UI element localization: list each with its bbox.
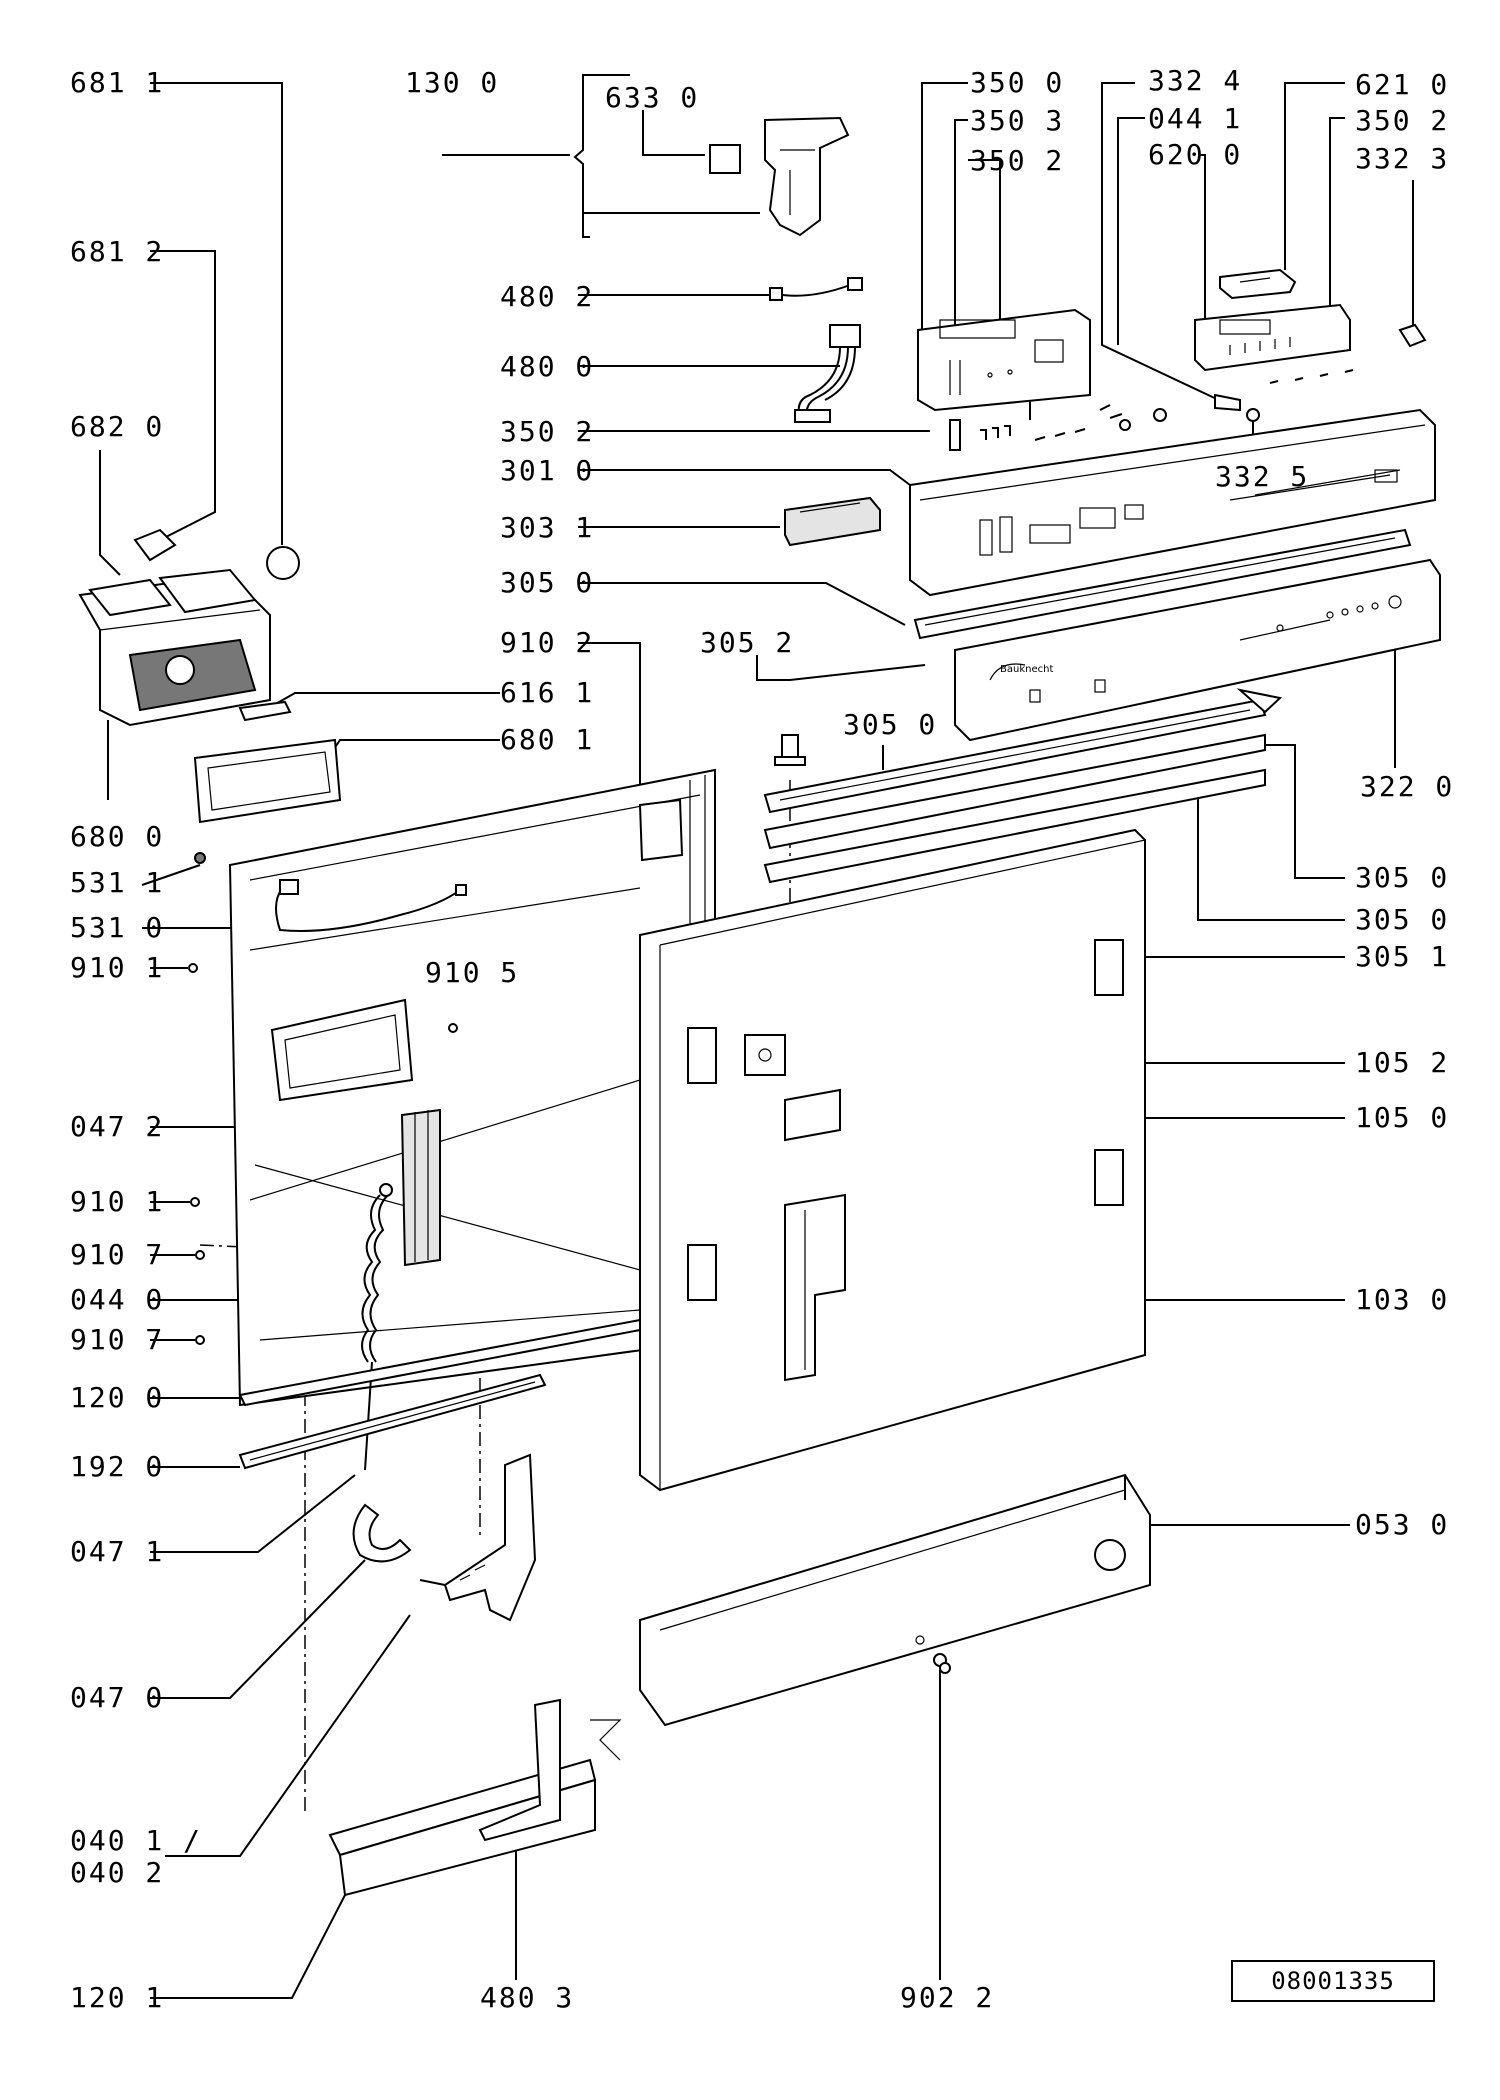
trim-strips: [763, 688, 1283, 884]
handle-cover: [784, 496, 881, 547]
callout-130-0: 130 0: [405, 66, 500, 99]
callout-350-2-c: 350 2: [500, 415, 595, 448]
detergent-dispenser: [78, 568, 271, 727]
callout-480-3: 480 3: [480, 1981, 575, 2014]
callout-910-1-a: 910 1: [70, 951, 165, 984]
control-panel-housing: [909, 408, 1436, 597]
toe-screw: [933, 1653, 951, 1674]
callout-902-2: 902 2: [900, 1981, 995, 2014]
callout-910-5: 910 5: [425, 956, 520, 989]
callout-616-1: 616 1: [500, 676, 595, 709]
callout-682-0: 682 0: [70, 410, 165, 443]
callout-047-1: 047 1: [70, 1535, 165, 1568]
callout-305-1: 305 1: [1355, 940, 1450, 973]
short-cable: [769, 277, 863, 301]
callout-680-0: 680 0: [70, 820, 165, 853]
callout-910-2: 910 2: [500, 626, 595, 659]
door-cable: [275, 879, 467, 932]
callout-350-2-b: 350 2: [970, 144, 1065, 177]
callout-350-0: 350 0: [970, 66, 1065, 99]
screws: [188, 852, 458, 1345]
callout-047-2: 047 2: [70, 1110, 165, 1143]
toe-panel: [639, 1473, 1151, 1727]
callout-681-1: 681 1: [70, 66, 165, 99]
round-seal: [266, 546, 300, 580]
callout-910-1-b: 910 1: [70, 1185, 165, 1218]
flap: [238, 700, 292, 722]
callout-910-7-b: 910 7: [70, 1323, 165, 1356]
brand-logo: Bauknecht: [1000, 664, 1053, 675]
callout-633-0: 633 0: [605, 81, 700, 114]
callout-332-5: 332 5: [1215, 460, 1310, 493]
callout-047-0: 047 0: [70, 1681, 165, 1714]
callout-910-7-a: 910 7: [70, 1238, 165, 1271]
callout-192-0: 192 0: [70, 1450, 165, 1483]
callout-480-0: 480 0: [500, 350, 595, 383]
callout-105-2: 105 2: [1355, 1046, 1450, 1079]
callout-531-0: 531 0: [70, 911, 165, 944]
callout-303-1: 303 1: [500, 511, 595, 544]
callout-332-3: 332 3: [1355, 142, 1450, 175]
callout-305-0-d: 305 0: [1355, 903, 1450, 936]
program-board: [1194, 303, 1351, 372]
callout-305-0-a: 305 0: [500, 566, 595, 599]
callout-531-1: 531 1: [70, 866, 165, 899]
outer-door: [639, 828, 1146, 1492]
callout-120-1: 120 1: [70, 1981, 165, 2014]
callout-301-0: 301 0: [500, 454, 595, 487]
callout-044-0: 044 0: [70, 1283, 165, 1316]
knob: [1269, 323, 1427, 384]
trim-strip-upper: [913, 528, 1412, 640]
callout-103-0: 103 0: [1355, 1283, 1450, 1316]
callout-305-0-b: 305 0: [843, 708, 938, 741]
callout-332-4: 332 4: [1148, 64, 1243, 97]
key-caps: [949, 404, 1167, 451]
callout-305-2: 305 2: [700, 626, 795, 659]
clip: [774, 734, 806, 766]
callout-681-2: 681 2: [70, 235, 165, 268]
callout-305-0-c: 305 0: [1355, 861, 1450, 894]
inner-door-panel: [228, 768, 716, 1407]
small-clip: [133, 528, 177, 562]
front-fascia: Bauknecht: [954, 558, 1441, 742]
control-board: [917, 308, 1091, 412]
callout-480-2: 480 2: [500, 280, 595, 313]
hinge-bracket: [352, 1453, 537, 1622]
callout-620-0: 620 0: [1148, 138, 1243, 171]
dispenser-gasket: [193, 738, 342, 824]
callout-120-0: 120 0: [70, 1381, 165, 1414]
callout-322-0: 322 0: [1360, 770, 1455, 803]
callout-680-1: 680 1: [500, 723, 595, 756]
hinge-rail: [238, 1373, 547, 1470]
callout-350-3: 350 3: [970, 104, 1065, 137]
callout-105-0: 105 0: [1355, 1101, 1450, 1134]
bottom-bracket: [328, 1719, 622, 1897]
callout-040-1: 040 1 /: [70, 1824, 203, 1857]
bent-bracket: [478, 1698, 561, 1842]
drawing-reference-number: 08001335: [1231, 1960, 1435, 2002]
dispenser-bracket: [709, 116, 850, 237]
callout-621-0: 621 0: [1355, 68, 1450, 101]
callout-350-2-a: 350 2: [1355, 104, 1450, 137]
option-board: [1219, 268, 1297, 300]
callout-040-2: 040 2: [70, 1856, 165, 1889]
callout-044-1: 044 1: [1148, 102, 1243, 135]
wire-harness: [794, 324, 861, 423]
indicator-lamps: [1214, 393, 1260, 422]
callout-053-0: 053 0: [1355, 1508, 1450, 1541]
